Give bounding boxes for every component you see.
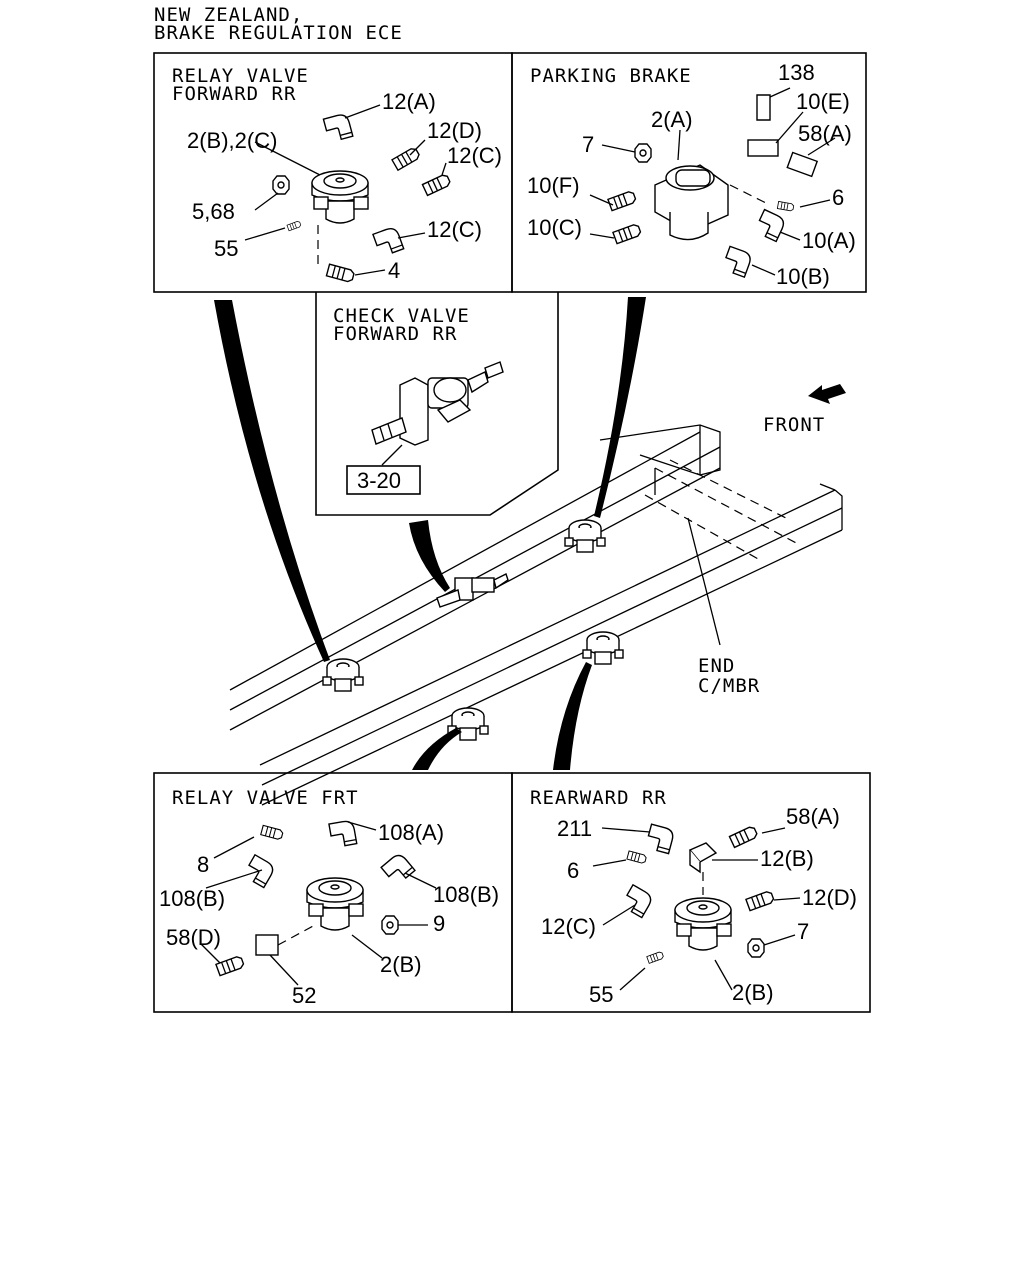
- parking-label-6: 10(F): [527, 173, 580, 198]
- relay-fwd-label-6: 55: [214, 236, 238, 261]
- callout-band-relay-frt: [412, 728, 462, 770]
- front-arrow-icon: [808, 384, 846, 404]
- rearward-label-5: 12(D): [802, 885, 857, 910]
- rearward-valve-on-frame: [582, 631, 624, 665]
- relay-fwd-label-1: 12(A): [382, 89, 436, 114]
- relay-fwd-title1: RELAY VALVE: [172, 65, 309, 87]
- rearward-label-9: 2(B): [732, 980, 774, 1005]
- relay-frt-label-7: 2(B): [380, 952, 422, 977]
- parking-label-10: 10(B): [776, 264, 830, 289]
- parking-label-2: 2(A): [651, 107, 693, 132]
- parking-label-5: 7: [582, 132, 594, 157]
- relay-fwd-label-2: 2(B),2(C): [187, 128, 277, 153]
- relay-frt-label-6: 58(D): [166, 925, 221, 950]
- panel-check-valve: [315, 292, 559, 516]
- parking-label-4: 58(A): [798, 121, 852, 146]
- parking-label-3: 10(E): [796, 89, 850, 114]
- relay-frt-label-5: 9: [433, 911, 445, 936]
- callout-band-check-valve: [409, 520, 450, 592]
- parking-label-9: 10(A): [802, 228, 856, 253]
- relay-frt-drawing: [199, 819, 437, 986]
- rearward-drawing: [592, 823, 801, 991]
- relay-fwd-drawing: [244, 104, 452, 284]
- cmbr-label: C/MBR: [698, 675, 760, 697]
- relay-fwd-title2: FORWARD RR: [172, 83, 296, 105]
- check-ref: 3-20: [357, 468, 401, 493]
- callout-band-rearward: [553, 662, 592, 770]
- check-valve-drawing: [371, 361, 504, 466]
- parking-label-8: 10(C): [527, 215, 582, 240]
- relay-frt-label-8: 52: [292, 983, 316, 1008]
- relay-fwd-label-4: 12(C): [447, 143, 502, 168]
- callout-band-relay-forward: [214, 300, 330, 662]
- rearward-label-6: 12(C): [541, 914, 596, 939]
- relay-fwd-label-8: 4: [388, 258, 400, 283]
- check-title1: CHECK VALVE: [333, 305, 470, 327]
- rearward-title: REARWARD RR: [530, 787, 667, 809]
- relay-fwd-label-7: 12(C): [427, 217, 482, 242]
- check-valve-on-frame: [436, 573, 509, 608]
- rearward-label-7: 7: [797, 919, 809, 944]
- parking-drawing: [589, 87, 836, 278]
- relay-frt-label-1: 108(A): [378, 820, 444, 845]
- parking-title: PARKING BRAKE: [530, 65, 692, 87]
- front-label: FRONT: [763, 414, 825, 436]
- header-line1: NEW ZEALAND,: [154, 4, 303, 26]
- vehicle-frame: [229, 424, 843, 806]
- header-line2: BRAKE REGULATION ECE: [154, 22, 403, 44]
- relay-frt-label-2: 8: [197, 852, 209, 877]
- panel-parking-brake: [511, 52, 867, 293]
- relay-fwd-label-5: 5,68: [192, 199, 235, 224]
- relay-frt-title: RELAY VALVE FRT: [172, 787, 359, 809]
- parking-label-7: 6: [832, 185, 844, 210]
- rearward-label-2: 211: [557, 816, 592, 841]
- rearward-label-3: 12(B): [760, 846, 814, 871]
- relay-frt-label-4: 108(B): [433, 882, 499, 907]
- end-label: END: [698, 655, 735, 677]
- relay-valve-forward-on-frame: [322, 658, 364, 692]
- panel-rearward-rr: [511, 772, 871, 1013]
- check-ref-box: [346, 465, 421, 495]
- parking-label-1: 138: [778, 60, 815, 85]
- callout-band-parking-brake: [594, 297, 646, 518]
- rearward-label-4: 6: [567, 858, 579, 883]
- check-title2: FORWARD RR: [333, 323, 457, 345]
- rearward-label-1: 58(A): [786, 804, 840, 829]
- relay-frt-label-3: 108(B): [159, 886, 225, 911]
- rearward-label-8: 55: [589, 982, 613, 1007]
- relay-fwd-label-3: 12(D): [427, 118, 482, 143]
